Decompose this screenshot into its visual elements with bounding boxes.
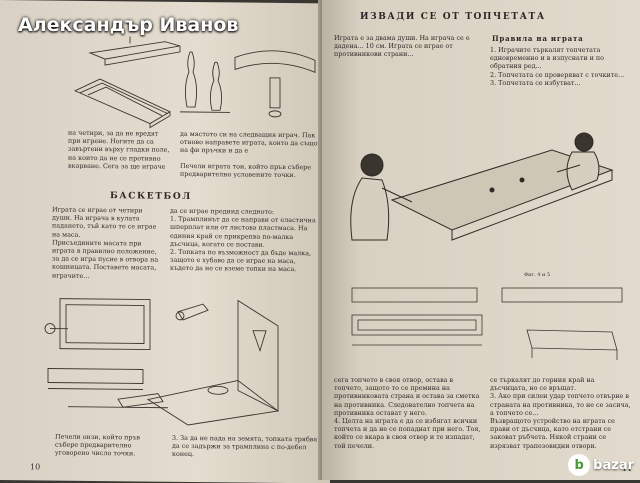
left-page: на четири, за да не вредят при игрене. Н… xyxy=(0,0,330,483)
right-intro: Играта е за двама души. На играча се е д… xyxy=(334,34,484,104)
right-page: ИЗВАДИ СЕ ОТ ТОПЧЕТАТА Играта е за двама… xyxy=(322,0,640,480)
caption-top-right: да мястото си на следващия играч. Пак от… xyxy=(180,130,320,163)
section-title-basketball: БАСКЕТБОЛ xyxy=(110,191,192,202)
para-bottom-left: сега топчето в своя отвор, остава в топч… xyxy=(334,376,484,472)
right-page-title: ИЗВАДИ СЕ ОТ ТОПЧЕТАТА xyxy=(360,12,546,22)
caption-bottom-right: 3. За да не пада на земята, топката тряб… xyxy=(172,434,318,476)
owner-name-overlay: Александър Иванов xyxy=(18,14,238,36)
board-plan-drawings xyxy=(342,280,632,375)
figure-label: Фиг. 4 и 5 xyxy=(524,272,550,278)
caption-mid: Печели играта тои, който пръв събере пре… xyxy=(180,162,320,183)
rules-subtitle: Правила на играта xyxy=(492,34,584,43)
curved-track-illustration xyxy=(230,37,325,128)
pins-illustration xyxy=(175,42,235,118)
bazar-watermark-text: bazar xyxy=(593,458,634,473)
bazar-watermark: b bazar xyxy=(568,454,634,476)
left-page-number: 10 xyxy=(30,462,40,471)
basketball-para-left: Играта се играе от четири души. На играч… xyxy=(52,206,164,282)
para-bottom-right: се търкалят до горния край на дъсчицата,… xyxy=(490,376,632,456)
caption-top: на четири, за да не вредят при игрене. Н… xyxy=(68,129,172,170)
players-illustration xyxy=(332,110,632,260)
hoop-board-illustration xyxy=(38,288,328,431)
bazar-logo-icon: b xyxy=(568,454,590,476)
caption-bottom-left: Печели онзи, който пръв събере предварит… xyxy=(55,433,163,474)
basketball-para-right: да се играе предиид следното: 1. Трампли… xyxy=(170,207,318,284)
rules-column: 1. Играчите търкалят топчетата едновреме… xyxy=(490,46,630,112)
